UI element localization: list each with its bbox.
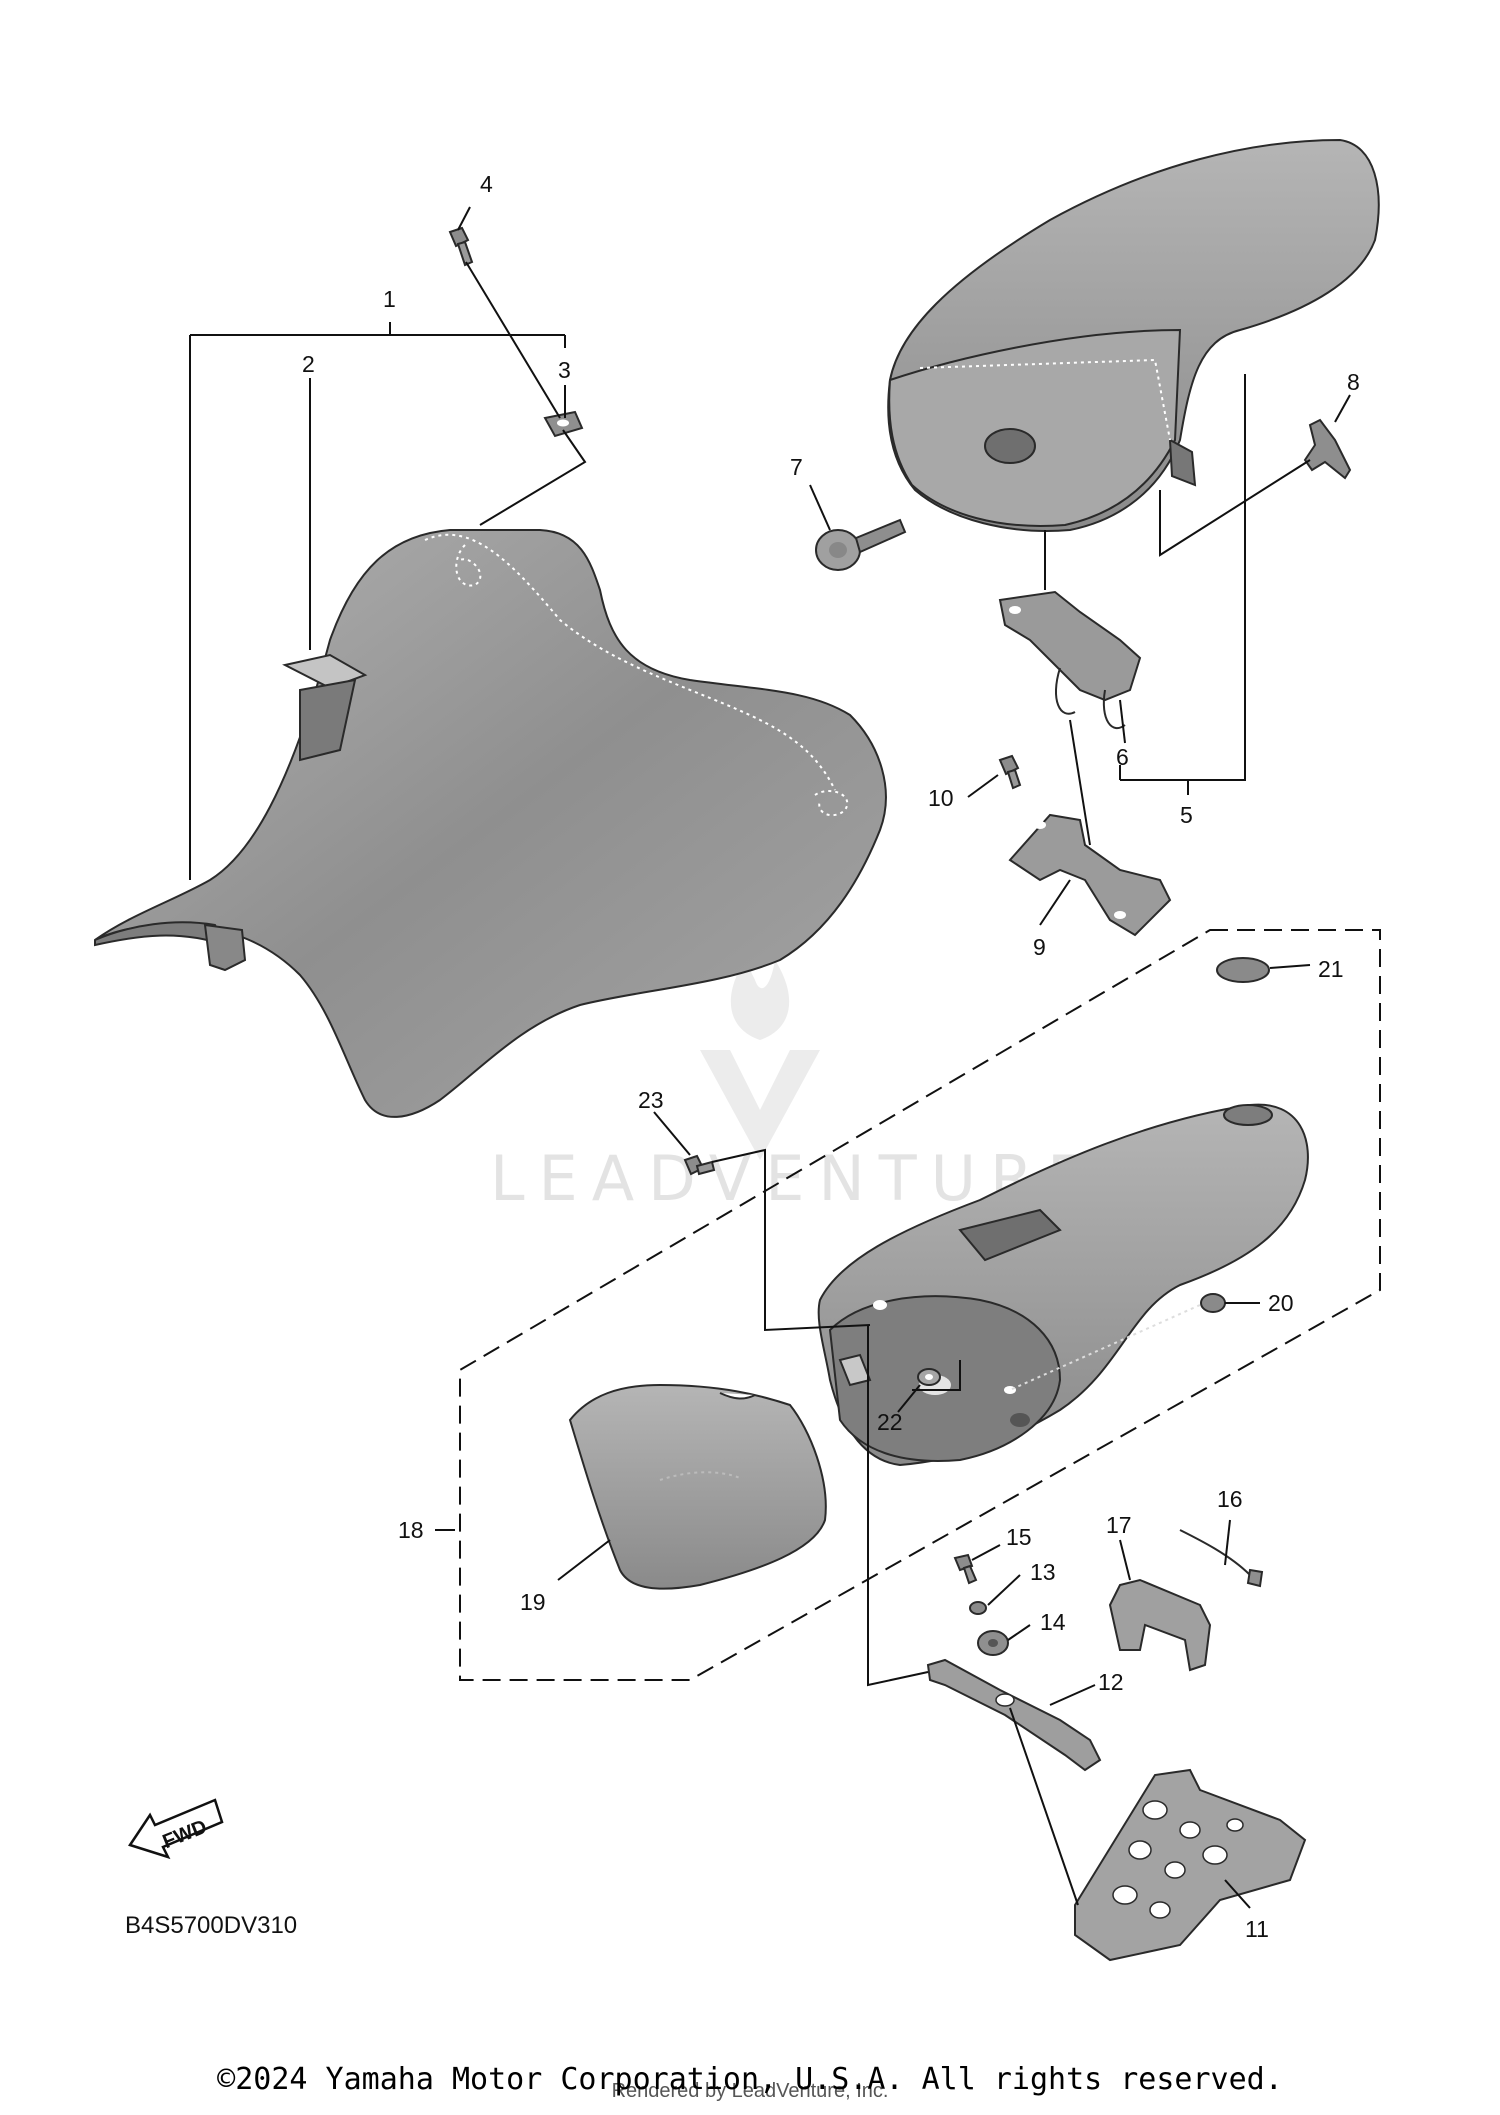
cable-tie-16[interactable] [1179,1529,1264,1588]
bracket-17[interactable] [1108,1578,1212,1672]
damper-washer[interactable] [543,410,584,438]
callout-11: 11 [1245,1916,1269,1942]
callout-10: 10 [928,785,954,811]
callout-15: 15 [1006,1524,1032,1550]
callout-22: 22 [877,1409,903,1435]
passenger-seat[interactable] [887,138,1380,532]
nut-20[interactable] [1200,1293,1226,1313]
tail-cover-pad[interactable] [568,1383,827,1590]
stay-12[interactable] [926,1658,1102,1772]
rendered-by-notice: Rendered by LeadVenture, Inc. [611,2080,889,2102]
callout-23: 23 [638,1087,664,1113]
plate-11[interactable] [1074,1768,1307,1962]
callout-20: 20 [1268,1290,1294,1316]
callout-18: 18 [398,1517,424,1543]
bolt-15[interactable] [953,1553,978,1585]
callout-4: 4 [480,171,493,197]
catalog-code: B4S5700DV310 [125,1912,297,1939]
rider-seat[interactable] [94,529,887,1118]
callout-12: 12 [1098,1669,1124,1695]
callout-2: 2 [302,351,315,377]
bracket-9[interactable] [1008,813,1172,937]
tail-cover[interactable] [817,1103,1309,1467]
callout-14: 14 [1040,1609,1066,1635]
cap-21[interactable] [1216,957,1270,983]
clip-8[interactable] [1303,418,1352,480]
callout-numbers: 1 2 3 4 5 6 7 8 9 10 11 12 13 14 15 16 1… [302,171,1360,1942]
callout-16: 16 [1217,1486,1243,1512]
callout-8: 8 [1347,369,1360,395]
callout-5: 5 [1180,802,1193,828]
forward-arrow-icon: FWD [128,1798,224,1860]
nut-13[interactable] [969,1601,987,1615]
screw-23[interactable] [683,1154,716,1176]
seat-lock-hook[interactable] [998,590,1142,730]
callout-3: 3 [558,357,571,383]
callout-19: 19 [520,1589,546,1615]
bolt-4[interactable] [448,226,474,267]
copyright-notice: ©2024 Yamaha Motor Corporation, U.S.A. A… [217,2062,1283,2097]
callout-9: 9 [1033,934,1046,960]
washer-22[interactable] [917,1368,941,1386]
key-cylinder[interactable] [815,518,907,571]
callout-7: 7 [790,454,803,480]
tail-cover-group-box [459,929,1381,1681]
callout-17: 17 [1106,1512,1132,1538]
damper-14[interactable] [977,1630,1009,1656]
callout-6: 6 [1116,744,1129,770]
callout-13: 13 [1030,1559,1056,1585]
bolt-10[interactable] [998,754,1022,790]
leader-lines [189,206,1351,1909]
callout-21: 21 [1318,956,1344,982]
callout-1: 1 [383,286,396,312]
